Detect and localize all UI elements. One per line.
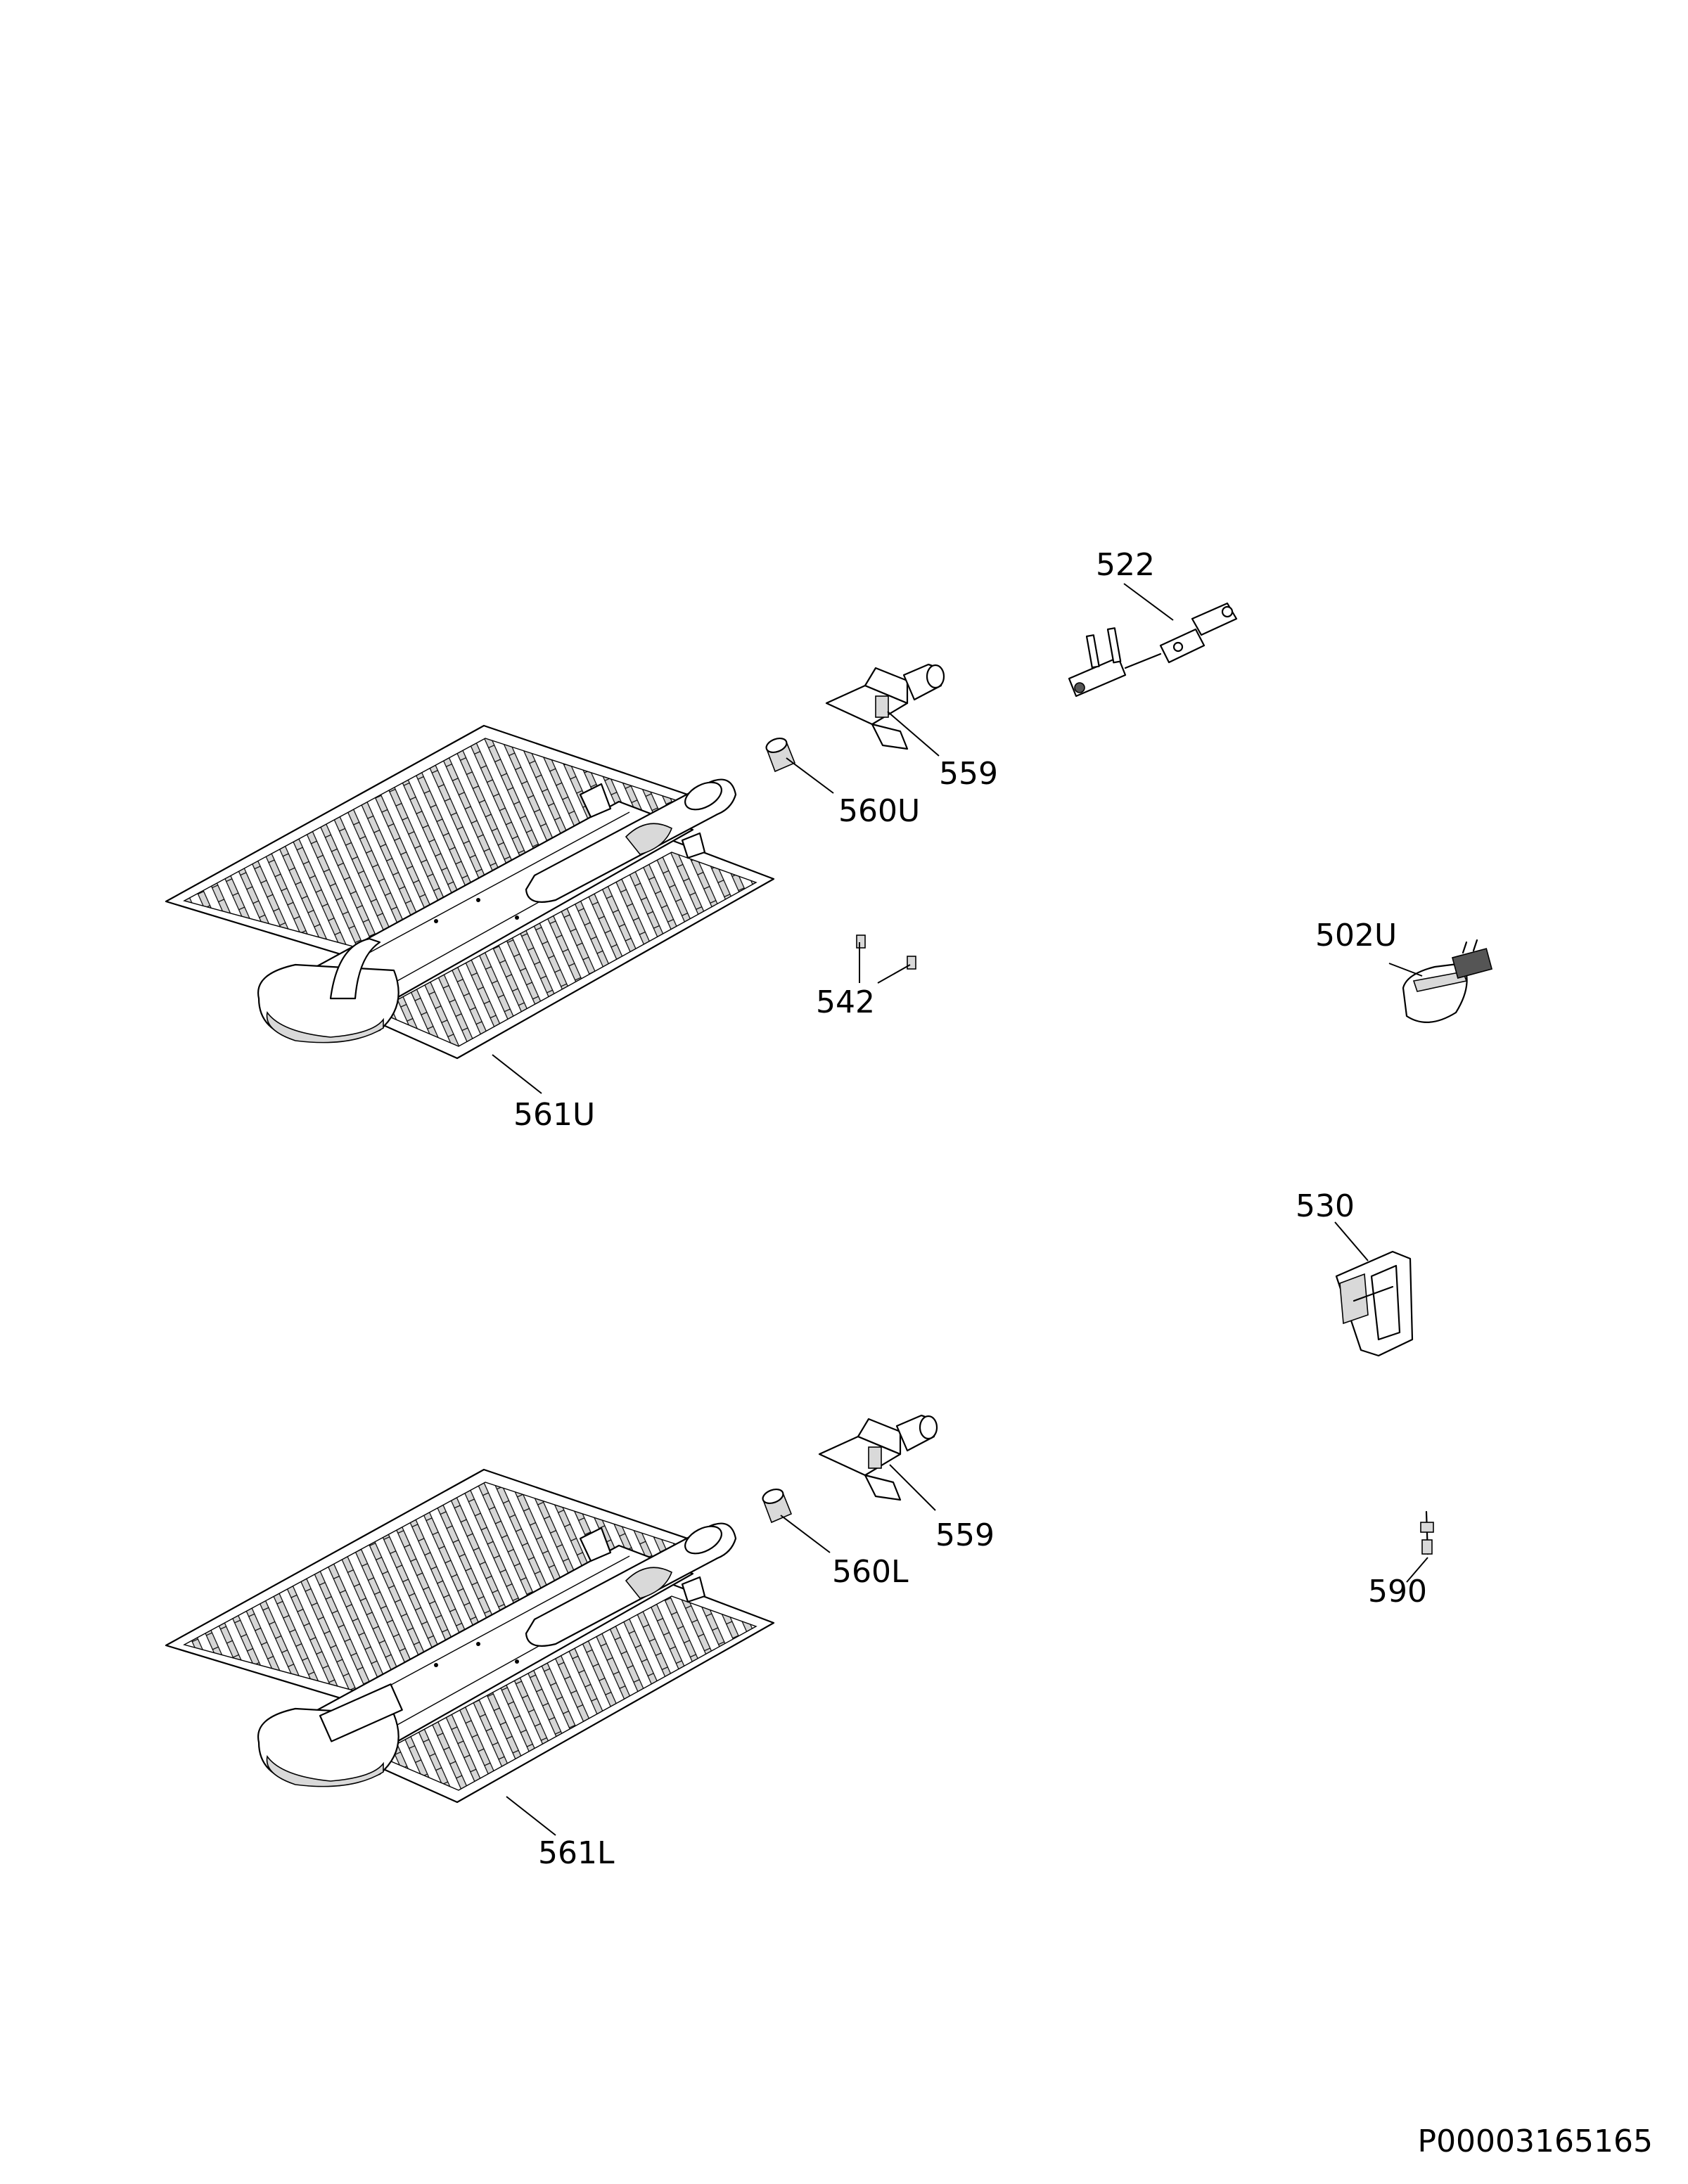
label-561u: 561U (513, 1097, 595, 1133)
label-561l: 561L (538, 1835, 615, 1871)
footer-code: P00003165165 (1418, 2124, 1653, 2159)
label-542: 542 (816, 984, 875, 1020)
part-502u-switch (1402, 939, 1493, 1023)
label-502u: 502U (1315, 918, 1397, 953)
part-522-ignition-harness (1068, 602, 1238, 698)
label-522: 522 (1096, 547, 1155, 583)
burner-561l (165, 1468, 775, 1804)
part-labels: 522 559 560U 542 502U 561U 530 559 560L … (513, 547, 1653, 2159)
part-530-bracket (1335, 1250, 1414, 1357)
part-559-lower-injector-holder (818, 1414, 938, 1501)
label-530: 530 (1296, 1188, 1355, 1224)
label-560u: 560U (838, 793, 920, 829)
label-560l: 560L (832, 1554, 909, 1590)
label-559-lower: 559 (935, 1517, 995, 1553)
leader-lines (492, 583, 1428, 1836)
part-560l-injector (762, 1489, 793, 1524)
part-559-upper-injector-holder (825, 663, 945, 750)
part-590-thermocouple (1420, 1510, 1434, 1555)
part-542-clips (856, 934, 916, 970)
label-590: 590 (1368, 1574, 1427, 1610)
part-560u-injector (765, 738, 796, 773)
burner-561u (165, 724, 775, 1060)
label-559-upper: 559 (939, 756, 998, 792)
